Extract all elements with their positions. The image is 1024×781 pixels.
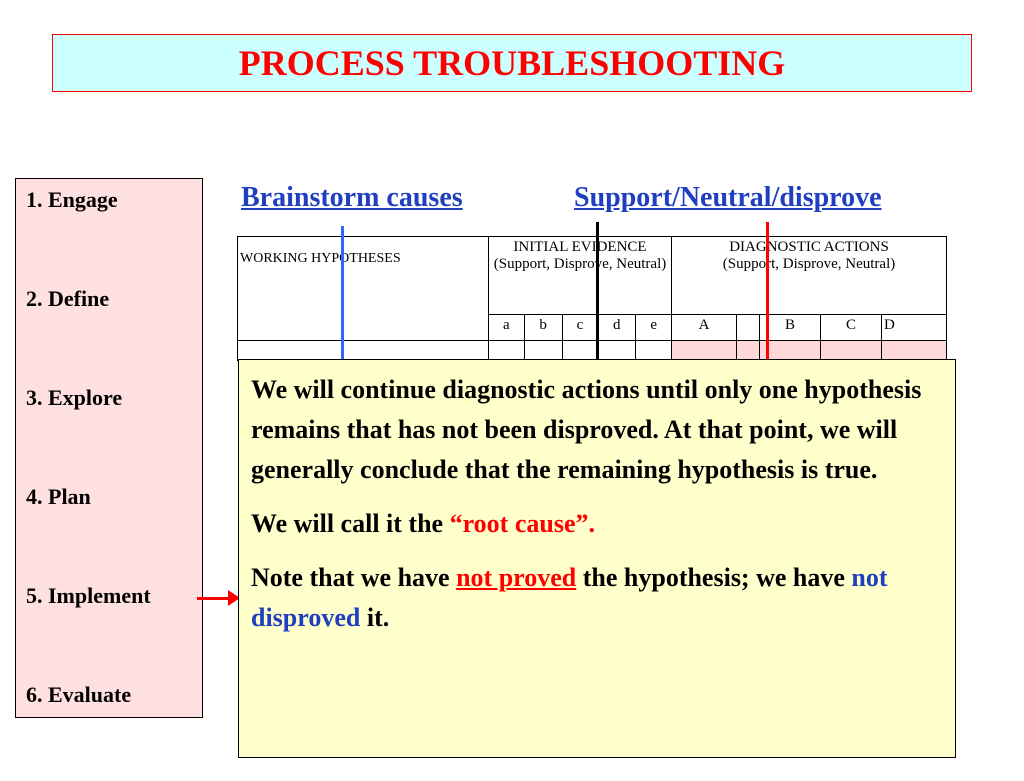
- arrow-head-icon: [228, 590, 240, 606]
- root-cause-text: “root cause”.: [449, 509, 595, 538]
- not-disproved-text: not disproved: [251, 563, 888, 632]
- heading-brainstorm: Brainstorm causes: [241, 182, 463, 213]
- step-explore: 3. Explore: [26, 385, 123, 410]
- col-diagnostic-actions: DIAGNOSTIC ACTIONS (Support, Disprove, N…: [671, 236, 947, 315]
- not-proved-text: not proved: [456, 563, 577, 592]
- step-evaluate: 6. Evaluate: [26, 682, 132, 707]
- row-cell: [237, 340, 489, 361]
- hypothesis-table: WORKING HYPOTHESES INITIAL EVIDENCE (Sup…: [237, 236, 947, 361]
- steps-panel: 1. Engage 2. Define 3. Explore 4. Plan 5…: [15, 178, 203, 718]
- note-paragraph-2: We will call it the “root cause”.: [251, 509, 595, 538]
- red-guide-line: [766, 222, 769, 362]
- action-col-a: A: [671, 314, 737, 341]
- evidence-col-a: a: [488, 314, 525, 341]
- evidence-col-d: d: [597, 314, 637, 341]
- note-paragraph-3: Note that we have not proved the hypothe…: [251, 563, 888, 632]
- row-cell: [488, 340, 525, 361]
- row-cell: [881, 340, 947, 361]
- evidence-col-e: e: [635, 314, 672, 341]
- note-paragraph-1: We will continue diagnostic actions unti…: [251, 375, 922, 484]
- step-define: 2. Define: [26, 286, 110, 311]
- row-cell: [736, 340, 760, 361]
- page-title: PROCESS TROUBLESHOOTING: [238, 43, 786, 83]
- action-col-c: C: [820, 314, 882, 341]
- diagnostic-actions-note: (Support, Disprove, Neutral): [722, 256, 896, 272]
- title-banner: PROCESS TROUBLESHOOTING: [52, 34, 972, 92]
- row-cell: [597, 340, 637, 361]
- row-cell: [820, 340, 882, 361]
- initial-evidence-note: (Support, Disprove, Neutral): [493, 256, 667, 272]
- heading-support: Support/Neutral/disprove: [574, 182, 882, 213]
- evidence-col-b: b: [523, 314, 563, 341]
- col-working-hypotheses: WORKING HYPOTHESES: [237, 236, 489, 341]
- row-cell: [523, 340, 563, 361]
- black-guide-line: [596, 222, 599, 362]
- step-plan: 4. Plan: [26, 484, 91, 509]
- evidence-col-c: c: [561, 314, 599, 341]
- diagnostic-actions-label: DIAGNOSTIC ACTIONS: [729, 239, 889, 255]
- step-engage: 1. Engage: [26, 187, 118, 212]
- row-cell: [759, 340, 821, 361]
- row-cell: [635, 340, 672, 361]
- action-col-d: D: [881, 314, 947, 341]
- blue-guide-line: [341, 226, 344, 362]
- initial-evidence-label: INITIAL EVIDENCE: [513, 239, 647, 255]
- row-cell: [561, 340, 599, 361]
- row-cell: [671, 340, 737, 361]
- conclusion-note: We will continue diagnostic actions unti…: [238, 359, 956, 758]
- col-initial-evidence: INITIAL EVIDENCE (Support, Disprove, Neu…: [488, 236, 672, 315]
- action-col-spacer: [736, 314, 760, 341]
- step-implement: 5. Implement: [26, 583, 151, 608]
- action-col-b: B: [759, 314, 821, 341]
- implement-arrow: [197, 597, 229, 600]
